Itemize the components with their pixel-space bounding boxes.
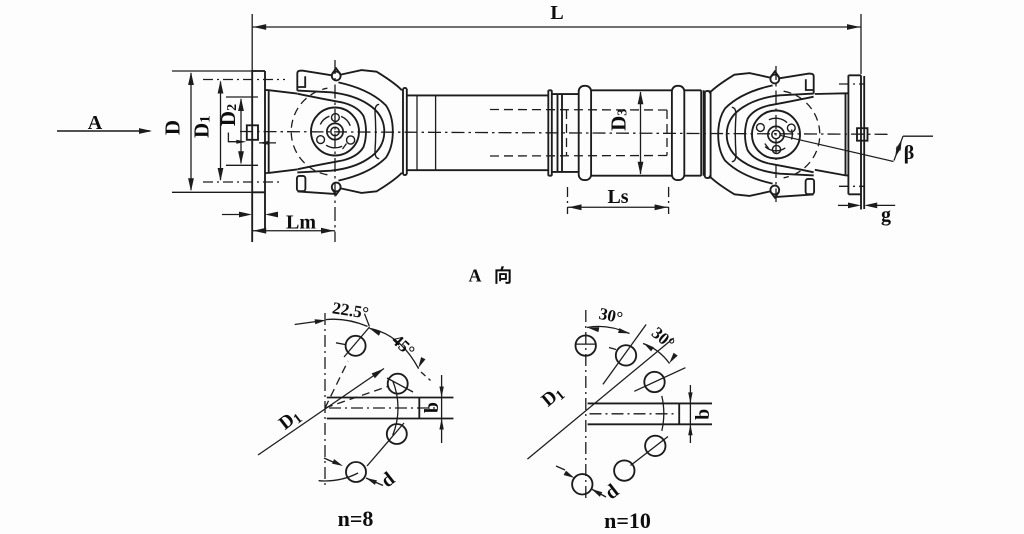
- svg-text:Lm: Lm: [286, 212, 316, 234]
- svg-text:n=8: n=8: [338, 506, 374, 531]
- svg-text:L: L: [550, 2, 563, 24]
- svg-text:g: g: [881, 204, 891, 226]
- svg-text:向: 向: [494, 265, 512, 286]
- svg-text:b: b: [421, 402, 443, 413]
- svg-text:30°: 30°: [597, 304, 624, 328]
- svg-text:Ls: Ls: [607, 186, 628, 208]
- svg-text:b: b: [692, 409, 714, 420]
- svg-text:D: D: [160, 120, 184, 135]
- svg-text:A: A: [88, 112, 103, 134]
- svg-text:n=10: n=10: [604, 508, 651, 533]
- svg-text:A: A: [469, 266, 482, 286]
- svg-text:β: β: [904, 142, 915, 164]
